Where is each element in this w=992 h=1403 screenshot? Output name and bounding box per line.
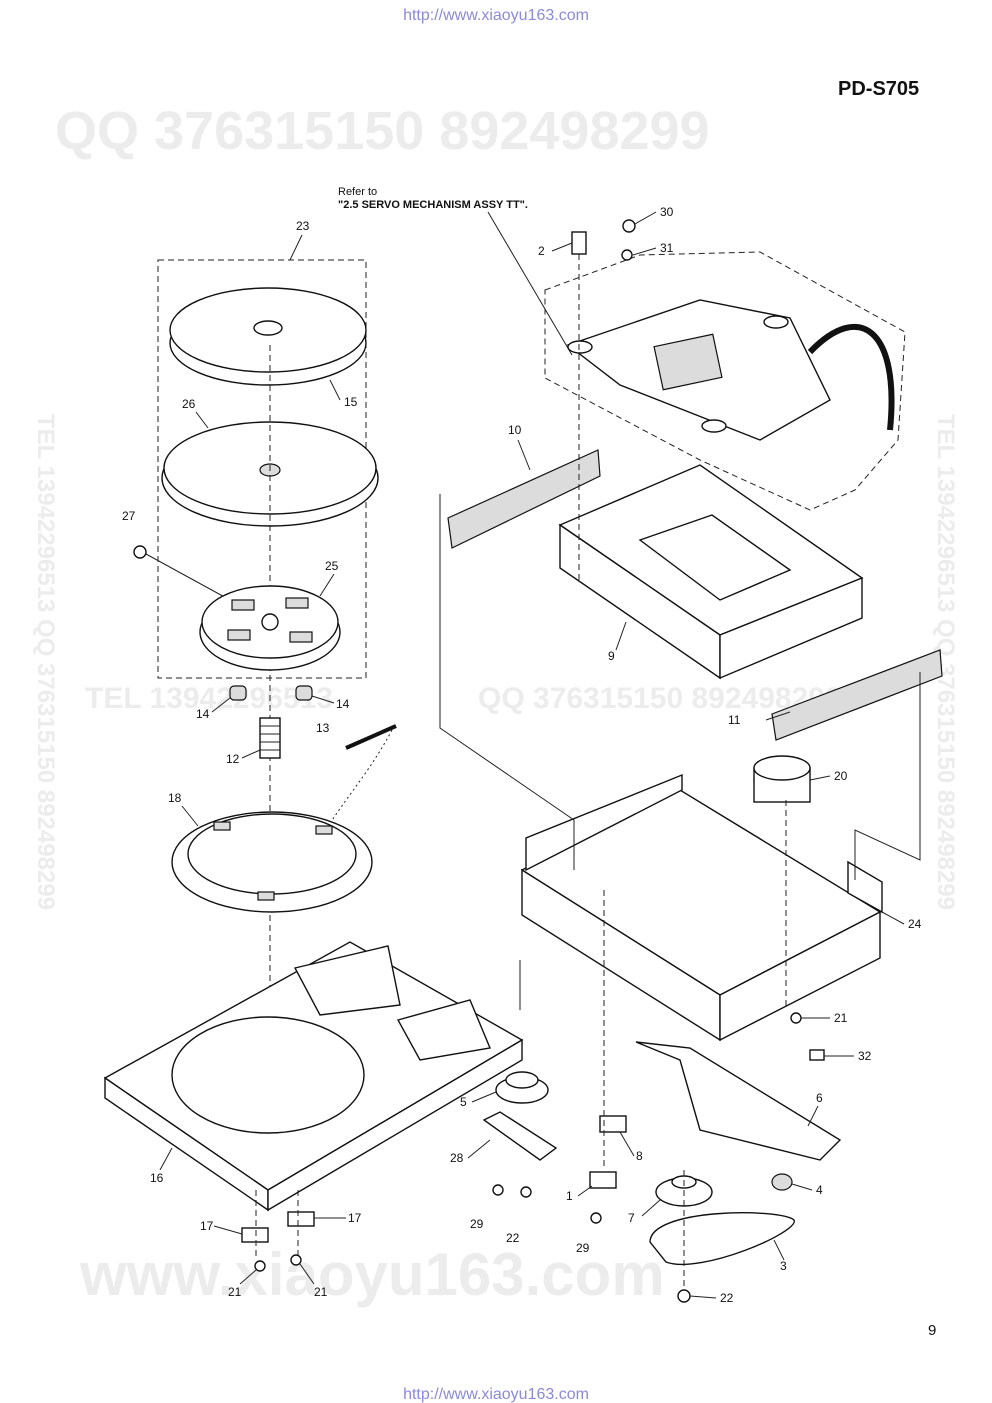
- guide-line-right: [854, 672, 921, 880]
- screw-21-left: [254, 1260, 266, 1272]
- label-22-bottom: 22: [720, 1291, 734, 1305]
- label-12: 12: [226, 752, 240, 766]
- watermark-www-bottom: www.xiaoyu163.com: [80, 1241, 665, 1308]
- label-4: 4: [816, 1183, 823, 1197]
- label-28: 28: [450, 1151, 464, 1165]
- watermark-qq-top: QQ 376315150 892498299: [55, 101, 710, 161]
- belt-3: [649, 1212, 795, 1266]
- page-number: 9: [928, 1322, 937, 1339]
- servo-mechanism-dashed-outline: [544, 251, 906, 511]
- pulley-4: [771, 1173, 793, 1191]
- foot-17-right: [287, 1211, 315, 1227]
- label-15: 15: [344, 395, 358, 409]
- washer-31: [621, 249, 633, 261]
- rubber-14-left: [229, 685, 247, 701]
- cam-6: [635, 1041, 842, 1161]
- chassis-24: [520, 773, 883, 1042]
- label-30: 30: [660, 205, 674, 219]
- watermark-tel-mid: TEL 13942296513: [85, 682, 333, 715]
- label-26: 26: [182, 397, 196, 411]
- turntable-assembly-dashed-box: [157, 259, 367, 679]
- label-32: 32: [858, 1049, 872, 1063]
- label-5: 5: [460, 1095, 467, 1109]
- rail-11: [771, 649, 943, 741]
- label-leaders: [159, 211, 905, 1299]
- ring-18: [171, 811, 373, 913]
- reference-note-line2: "2.5 SERVO MECHANISM ASSY TT".: [338, 199, 528, 211]
- bracket-28: [482, 1111, 558, 1161]
- label-7: 7: [628, 1211, 635, 1225]
- guide-line-left: [439, 494, 575, 870]
- label-3: 3: [780, 1259, 787, 1273]
- spring-13: [345, 724, 397, 750]
- spring-12: [259, 717, 281, 759]
- switch-1: [589, 1171, 617, 1189]
- disc-15: [169, 287, 367, 386]
- label-31: 31: [660, 241, 674, 255]
- label-17-right: 17: [348, 1211, 362, 1225]
- label-10: 10: [508, 423, 522, 437]
- label-16: 16: [150, 1171, 164, 1185]
- label-6: 6: [816, 1091, 823, 1105]
- label-24: 24: [908, 917, 922, 931]
- reference-leader-line: [487, 211, 573, 356]
- label-2: 2: [538, 244, 545, 258]
- label-20: 21: [834, 1011, 848, 1025]
- label-22-left: 22: [506, 1231, 520, 1245]
- header-url-link[interactable]: http://www.xiaoyu163.com: [403, 7, 589, 24]
- label-13: 13: [316, 721, 330, 735]
- model-title: PD-S705: [838, 78, 920, 100]
- label-1: 1: [566, 1189, 573, 1203]
- screw-22-bottom: [677, 1289, 691, 1303]
- label-25: 25: [325, 559, 339, 573]
- clip-27: [133, 545, 147, 559]
- label-21-left: 21: [228, 1285, 242, 1299]
- label-23: 23: [296, 219, 310, 233]
- screw-2: [571, 231, 587, 255]
- foot-17-left: [241, 1227, 269, 1243]
- screw-22-left: [520, 1186, 532, 1198]
- label-8: 8: [636, 1149, 643, 1163]
- gear-5: [495, 1071, 549, 1104]
- leader-27: [145, 553, 231, 601]
- rail-10: [447, 449, 601, 549]
- screw-21-right: [290, 1254, 302, 1266]
- rubber-14-right: [295, 685, 313, 701]
- reference-note-line1: Refer to: [338, 186, 378, 198]
- servo-mechanism: [566, 299, 895, 441]
- label-19: 20: [834, 769, 848, 783]
- screw-20: [790, 1012, 802, 1024]
- screw-30: [622, 219, 636, 233]
- disc-holder-25: [199, 585, 341, 671]
- label-29-left: 29: [470, 1217, 484, 1231]
- label-18: 18: [168, 791, 182, 805]
- watermark-qq-mid: QQ 376315150 892498299: [478, 682, 842, 715]
- part-number-labels: 23 2 30 31 15 26 27 25 10 9 14 14 11 13 …: [122, 205, 922, 1305]
- tray-16: [103, 941, 524, 1212]
- label-17-left: 17: [200, 1219, 214, 1233]
- frame-9: [558, 464, 864, 680]
- label-14-right: 14: [336, 697, 350, 711]
- label-11: 11: [728, 713, 741, 727]
- footer-url-link[interactable]: http://www.xiaoyu163.com: [403, 1386, 589, 1403]
- connector-32: [809, 1049, 825, 1061]
- label-14-left: 14: [196, 707, 210, 721]
- label-21-right: 21: [314, 1285, 328, 1299]
- label-27: 27: [122, 509, 136, 523]
- screw-29-left: [492, 1184, 504, 1196]
- label-29-right: 29: [576, 1241, 590, 1255]
- switch-8: [599, 1115, 627, 1133]
- label-9: 9: [608, 649, 615, 663]
- screw-29-right: [590, 1212, 602, 1224]
- reference-note: Refer to "2.5 SERVO MECHANISM ASSY TT".: [338, 186, 528, 212]
- motor-19: [753, 755, 811, 803]
